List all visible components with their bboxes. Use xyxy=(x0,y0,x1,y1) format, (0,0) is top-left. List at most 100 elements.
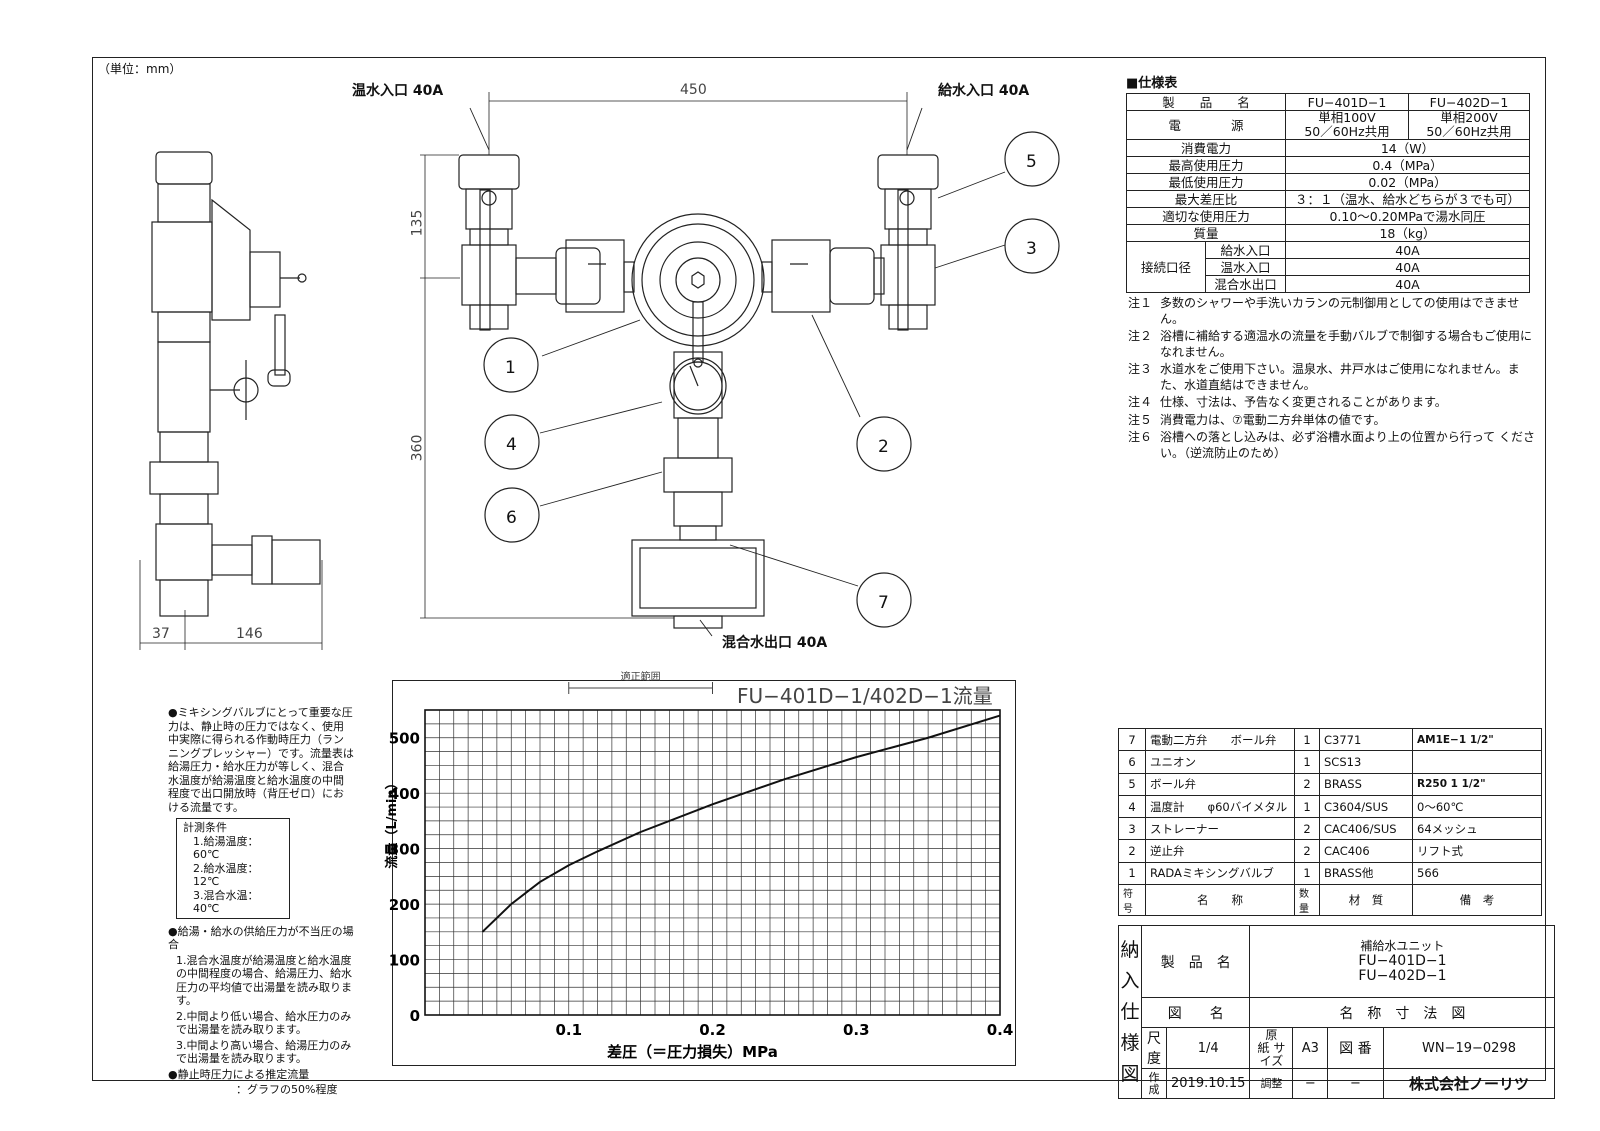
parts-remark: R250 1 1/2" xyxy=(1412,772,1542,796)
spec-power-402-a: 単相200V xyxy=(1440,110,1498,125)
range-label: 適正範囲 xyxy=(621,670,661,683)
balloon-7: 7 xyxy=(878,593,889,613)
parts-material: C3771 xyxy=(1319,727,1413,752)
spec-row-label: 質量 xyxy=(1126,224,1286,242)
tb-product-name-label: 製 品 名 xyxy=(1140,925,1251,998)
chart-title: FU−401D−1/402D−1流量 xyxy=(737,684,993,708)
spec-row-value: 0.10〜0.20MPaで湯水同圧 xyxy=(1285,207,1530,225)
tb-adjusted: − xyxy=(1292,1068,1329,1099)
parts-remark: リフト式 xyxy=(1412,839,1542,863)
parts-name: ユニオン xyxy=(1145,750,1295,774)
balloon-6: 6 xyxy=(506,508,517,528)
note-text: 多数のシャワーや手洗いカランの元制御用としての使用はできません。 xyxy=(1160,296,1520,326)
note-key: 注２ xyxy=(1128,329,1153,343)
spec-conn-row-value: 40A xyxy=(1285,241,1530,259)
tb-drawing-no-label: 図 番 xyxy=(1327,1027,1384,1069)
x-tick-label: 0.4 xyxy=(987,1021,1014,1039)
y-axis-label: 流量（L/min） xyxy=(384,776,400,868)
parts-name: 電動二方弁 ボール弁 xyxy=(1145,727,1295,752)
parts-name: ボール弁 xyxy=(1145,772,1295,796)
flow-curve xyxy=(481,714,1001,933)
parts-remark: AM1E−1 1/2" xyxy=(1412,727,1542,752)
parts-no: 5 xyxy=(1118,772,1146,796)
plot-area xyxy=(424,709,1001,1016)
parts-remark: 64メッシュ xyxy=(1412,817,1542,841)
y-tick-label: 200 xyxy=(389,896,420,914)
tb-scale: 1/4 xyxy=(1165,1027,1251,1069)
spec-conn-row-value: 40A xyxy=(1285,275,1530,293)
flow-note-p2: ●給湯・給水の供給圧力が不当圧の場合 xyxy=(168,924,354,952)
title-block: 納 入 仕 様 図 製 品 名 補給水ユニット FU−401D−1 FU−402… xyxy=(1118,925,1556,1099)
spec-row-label: 適切な使用圧力 xyxy=(1126,207,1286,225)
note-key: 注１ xyxy=(1128,296,1153,310)
spec-header-402: FU−402D−1 xyxy=(1408,93,1530,111)
flow-note-p1: ●ミキシングバルブにとって重要な圧力は、静止時の圧力ではなく、使用中実際に得られ… xyxy=(168,706,354,814)
spec-row-label: 最大差圧比 xyxy=(1126,190,1286,208)
flow-note-item: 2.中間より低い場合、給水圧力のみで出湯量を読み取ります。 xyxy=(176,1009,352,1037)
parts-header-no: 符号 xyxy=(1118,884,1146,917)
dim-135: 135 xyxy=(409,209,426,237)
parts-material: CAC406/SUS xyxy=(1319,817,1413,841)
balloon-1: 1 xyxy=(505,358,516,378)
mixed-outlet-label: 混合水出口 40A xyxy=(722,635,828,651)
cold-inlet-label: 給水入口 40A xyxy=(938,83,1030,99)
spec-row-label: 最低使用圧力 xyxy=(1126,173,1286,191)
spec-power-label: 電 源 xyxy=(1126,110,1286,140)
drawing-frame xyxy=(92,57,1546,1081)
spec-power-401-a: 単相100V xyxy=(1318,110,1376,125)
note-text: 水道水をご使用下さい。温泉水、井戸水はご使用になれません。また、水道直結はできま… xyxy=(1160,362,1520,392)
y-tick-label: 400 xyxy=(389,785,420,803)
spec-row-value: ３：１（温水、給水どちらが３でも可） xyxy=(1285,190,1530,208)
dim-450: 450 xyxy=(680,82,707,98)
y-tick-label: 100 xyxy=(389,952,420,970)
parts-header-material: 材 質 xyxy=(1319,884,1413,917)
parts-material: CAC406 xyxy=(1319,839,1413,863)
tb-side-char: 様 xyxy=(1120,1031,1140,1054)
tb-paper: A3 xyxy=(1292,1027,1329,1069)
note-key: 注６ xyxy=(1128,430,1153,444)
spec-conn-row-label: 温水入口 xyxy=(1205,258,1286,276)
flow-note-item: 3.中間より高い場合、給湯圧力のみで出湯量を読み取ります。 xyxy=(176,1038,352,1066)
parts-no: 3 xyxy=(1118,817,1146,841)
y-tick-label: 300 xyxy=(389,841,420,859)
spec-power-402-b: 50／60Hz共用 xyxy=(1426,124,1512,139)
dim-360: 360 xyxy=(409,434,426,462)
tb-scale-label: 尺 度 xyxy=(1141,1027,1167,1069)
cond-title: 計測条件 xyxy=(183,821,227,834)
parts-qty: 2 xyxy=(1294,839,1320,863)
parts-qty: 1 xyxy=(1294,750,1320,774)
balloon-4: 4 xyxy=(506,435,517,455)
parts-name: ストレーナー xyxy=(1145,817,1295,841)
parts-row: 7 電動二方弁 ボール弁 1 C3771 AM1E−1 1/2" xyxy=(1118,727,1542,752)
tb-model-401: FU−401D−1 xyxy=(1358,953,1447,969)
tb-created: 2019.10.15 xyxy=(1165,1068,1251,1099)
parts-header: 符号 名 称 数量 材 質 備 考 xyxy=(1118,884,1542,917)
tb-created-label: 作成 xyxy=(1141,1068,1167,1099)
parts-header-qty: 数量 xyxy=(1294,884,1320,917)
parts-material: SCS13 xyxy=(1319,750,1413,774)
spec-row-value: 18（kg） xyxy=(1285,224,1530,242)
parts-no: 4 xyxy=(1118,794,1146,819)
tb-side-char: 図 xyxy=(1120,1062,1140,1085)
balloon-3: 3 xyxy=(1026,239,1037,259)
parts-qty: 2 xyxy=(1294,772,1320,796)
dim-37: 37 xyxy=(152,626,170,642)
y-tick-label: 0 xyxy=(410,1007,420,1025)
assembly-drawing xyxy=(139,92,1060,650)
spec-header-product: 製 品 名 xyxy=(1126,93,1286,111)
note-item: 注１ 多数のシャワーや手洗いカランの元制御用としての使用はできません。 xyxy=(1128,296,1538,327)
flow-notes: ●ミキシングバルブにとって重要な圧力は、静止時の圧力ではなく、使用中実際に得られ… xyxy=(168,706,354,1099)
y-tick-label: 500 xyxy=(389,730,420,748)
note-key: 注５ xyxy=(1128,412,1153,427)
unit-label: （単位：mm） xyxy=(98,62,182,76)
